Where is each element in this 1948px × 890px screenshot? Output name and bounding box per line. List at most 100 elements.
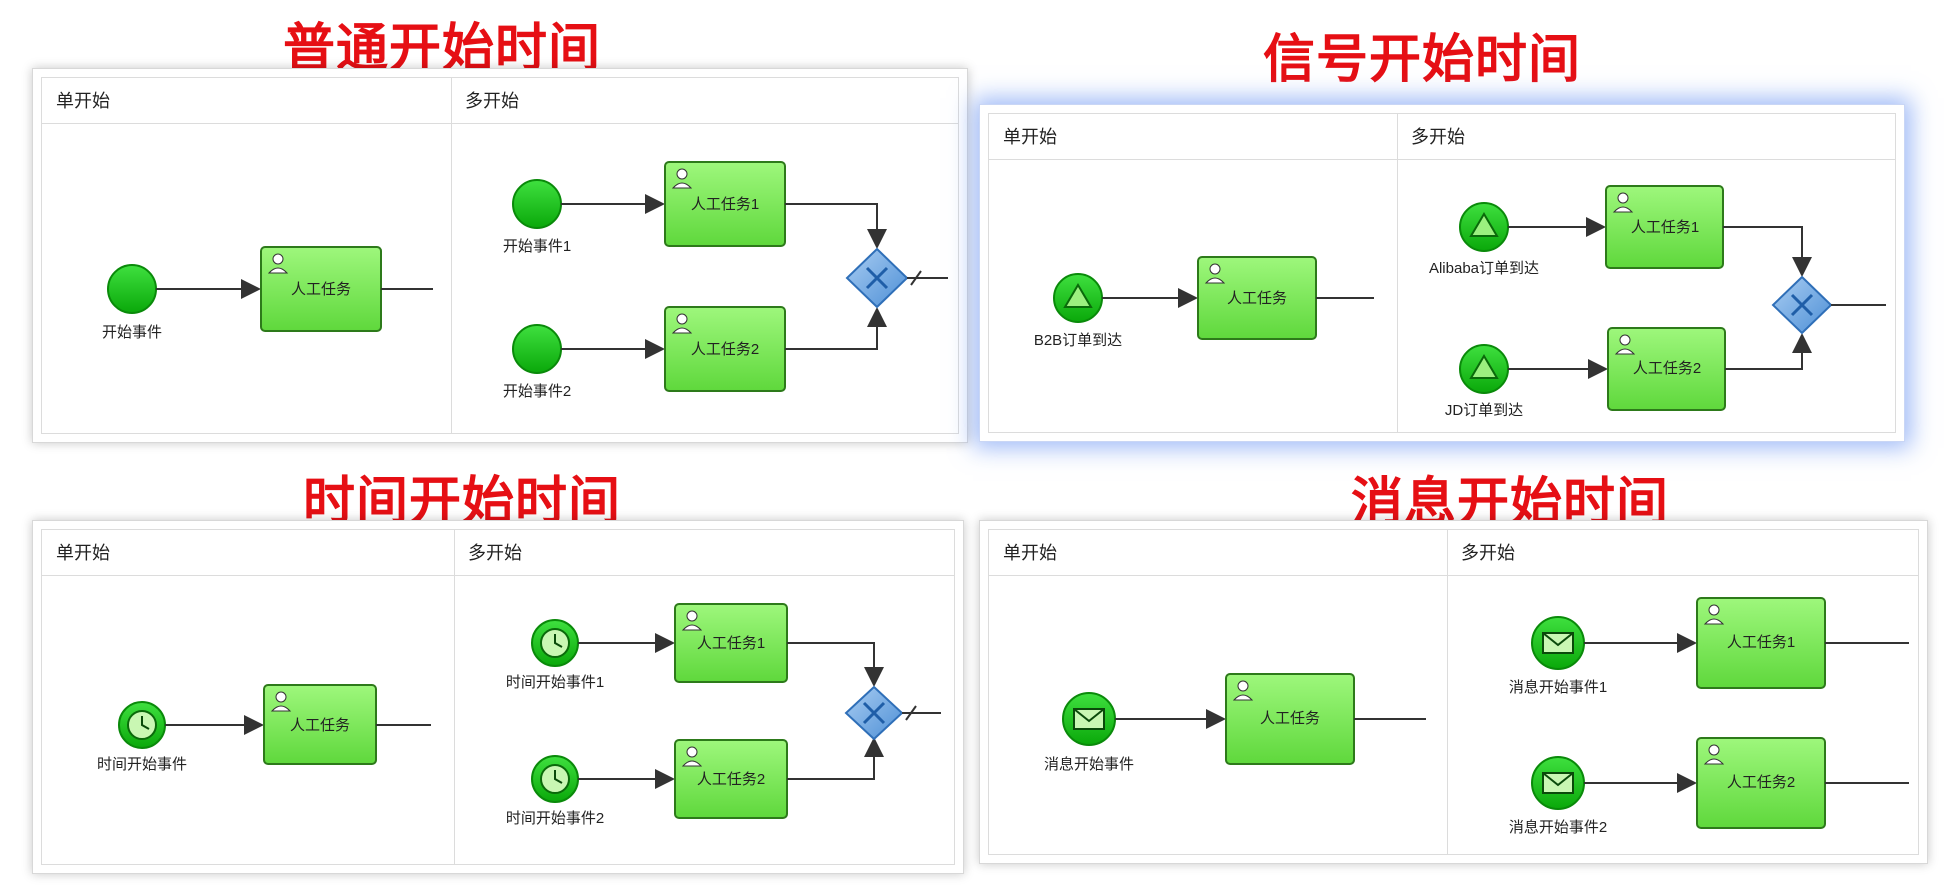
user-task-2[interactable]: 人工任务2 <box>664 306 786 392</box>
timer-event-1-label: 时间开始事件1 <box>506 674 604 691</box>
sequence-flow <box>785 307 887 350</box>
timer-event-2-label: 时间开始事件2 <box>506 810 604 827</box>
column-header-multi: 多开始 <box>1397 114 1895 160</box>
user-icon <box>1204 263 1226 284</box>
task-1-label: 人工任务1 <box>697 635 765 652</box>
sequence-flow <box>787 642 884 687</box>
column-header-single: 单开始 <box>989 530 1447 576</box>
signal-start-event-1[interactable] <box>1459 202 1509 252</box>
task-2-label: 人工任务2 <box>691 341 759 358</box>
user-icon <box>1703 604 1725 625</box>
user-task-1[interactable]: 人工任务1 <box>1696 597 1826 689</box>
start-event-label: 开始事件 <box>102 324 162 341</box>
user-icon <box>1703 744 1725 765</box>
bpmn-diagram-message: 消息开始事件 人工任务 消息开始事件1 消息开始事件2 <box>1044 597 1909 836</box>
column-divider <box>451 78 452 433</box>
signal-start-event-2[interactable] <box>1459 344 1509 394</box>
start-event-1-label: 开始事件1 <box>503 238 571 255</box>
start-event-1[interactable] <box>512 179 562 229</box>
default-flow-marker <box>905 705 917 721</box>
message-event-1-label: 消息开始事件1 <box>1509 679 1607 696</box>
envelope-icon <box>1073 708 1105 730</box>
bpmn-diagram-signal: B2B订单到达 人工任务 Alibaba订单到达 JD订单到达 人工任务1 <box>1034 185 1886 419</box>
task-2-label: 人工任务2 <box>1727 774 1795 791</box>
user-task-1[interactable]: 人工任务1 <box>1605 185 1724 269</box>
user-task[interactable]: 人工任务 <box>1197 256 1317 340</box>
panel-signal-start: 单开始 多开始 B2B订单到达 人工任务 Alibaba订单到达 <box>979 104 1905 442</box>
user-icon <box>267 253 289 274</box>
signal-icon <box>1063 283 1093 308</box>
timer-start-event[interactable] <box>118 701 166 749</box>
user-icon <box>681 610 703 631</box>
start-event[interactable] <box>107 264 157 314</box>
bpmn-diagram-none: 开始事件 人工任务 开始事件1 开始事件2 人工任务1 人工任务2 <box>102 161 948 400</box>
column-header-single: 单开始 <box>42 530 454 576</box>
message-event-label: 消息开始事件 <box>1044 756 1134 773</box>
bpmn-diagram-timer: 时间开始事件 人工任务 时间开始事件1 时间开始事件2 <box>97 603 941 827</box>
signal-start-event[interactable] <box>1053 273 1103 323</box>
user-task-1[interactable]: 人工任务1 <box>664 161 786 247</box>
clock-icon <box>540 764 570 794</box>
user-icon <box>1614 334 1636 355</box>
start-event-2-label: 开始事件2 <box>503 383 571 400</box>
panel-message-start: 单开始 多开始 消息开始事件 人工任务 <box>979 520 1928 864</box>
column-header-single: 单开始 <box>42 78 451 124</box>
panel-inner: 单开始 多开始 <box>988 113 1896 433</box>
task-2-label: 人工任务2 <box>697 771 765 788</box>
column-header-single: 单开始 <box>989 114 1397 160</box>
envelope-icon <box>1542 772 1574 794</box>
timer-event-label: 时间开始事件 <box>97 756 187 773</box>
user-task[interactable]: 人工任务 <box>1225 673 1355 765</box>
sequence-flow <box>1725 333 1812 370</box>
task-label: 人工任务 <box>290 717 350 734</box>
column-divider <box>1447 530 1448 854</box>
user-icon <box>1232 680 1254 701</box>
message-start-event-1[interactable] <box>1531 616 1585 670</box>
timer-start-event-2[interactable] <box>531 755 579 803</box>
sequence-flow <box>1723 226 1812 277</box>
task-1-label: 人工任务1 <box>691 196 759 213</box>
sequence-flow <box>785 203 887 249</box>
panel-inner: 单开始 多开始 <box>41 77 959 434</box>
user-task[interactable]: 人工任务 <box>260 246 382 332</box>
user-task-1[interactable]: 人工任务1 <box>674 603 788 683</box>
user-icon <box>681 746 703 767</box>
message-start-event[interactable] <box>1062 692 1116 746</box>
parallel-gateway[interactable] <box>845 247 909 309</box>
clock-icon <box>127 710 157 740</box>
signal-event-label: B2B订单到达 <box>1034 332 1122 349</box>
parallel-gateway[interactable] <box>1771 275 1833 335</box>
user-icon <box>671 168 693 189</box>
panel-timer-start: 单开始 多开始 时间开始事件 人工任务 <box>32 520 964 874</box>
user-icon <box>1612 192 1634 213</box>
signal-icon <box>1469 354 1499 379</box>
task-1-label: 人工任务1 <box>1727 634 1795 651</box>
envelope-icon <box>1542 632 1574 654</box>
task-1-label: 人工任务1 <box>1631 219 1699 236</box>
user-task-2[interactable]: 人工任务2 <box>1696 737 1826 829</box>
title-signal-start: 信号开始时间 <box>1263 30 1582 90</box>
signal-icon <box>1469 212 1499 237</box>
task-label: 人工任务 <box>291 281 351 298</box>
start-event-2[interactable] <box>512 324 562 374</box>
signal-event-1-label: Alibaba订单到达 <box>1429 260 1539 277</box>
signal-event-2-label: JD订单到达 <box>1445 402 1523 419</box>
user-task-2[interactable]: 人工任务2 <box>1607 327 1726 411</box>
column-header-multi: 多开始 <box>454 530 954 576</box>
task-label: 人工任务 <box>1260 710 1320 727</box>
user-task[interactable]: 人工任务 <box>263 684 377 765</box>
user-task-2[interactable]: 人工任务2 <box>674 739 788 819</box>
task-2-label: 人工任务2 <box>1633 360 1701 377</box>
panel-inner: 单开始 多开始 <box>988 529 1919 855</box>
panel-none-start: 单开始 多开始 开始事件 人工任务 开始事件1 开始事件2 <box>32 68 968 443</box>
message-start-event-2[interactable] <box>1531 756 1585 810</box>
clock-icon <box>540 628 570 658</box>
default-flow-marker <box>910 270 922 286</box>
task-label: 人工任务 <box>1227 290 1287 307</box>
message-event-2-label: 消息开始事件2 <box>1509 819 1607 836</box>
parallel-gateway[interactable] <box>844 685 904 741</box>
sequence-flow <box>787 737 884 780</box>
column-header-multi: 多开始 <box>451 78 958 124</box>
panel-inner: 单开始 多开始 <box>41 529 955 865</box>
timer-start-event-1[interactable] <box>531 619 579 667</box>
